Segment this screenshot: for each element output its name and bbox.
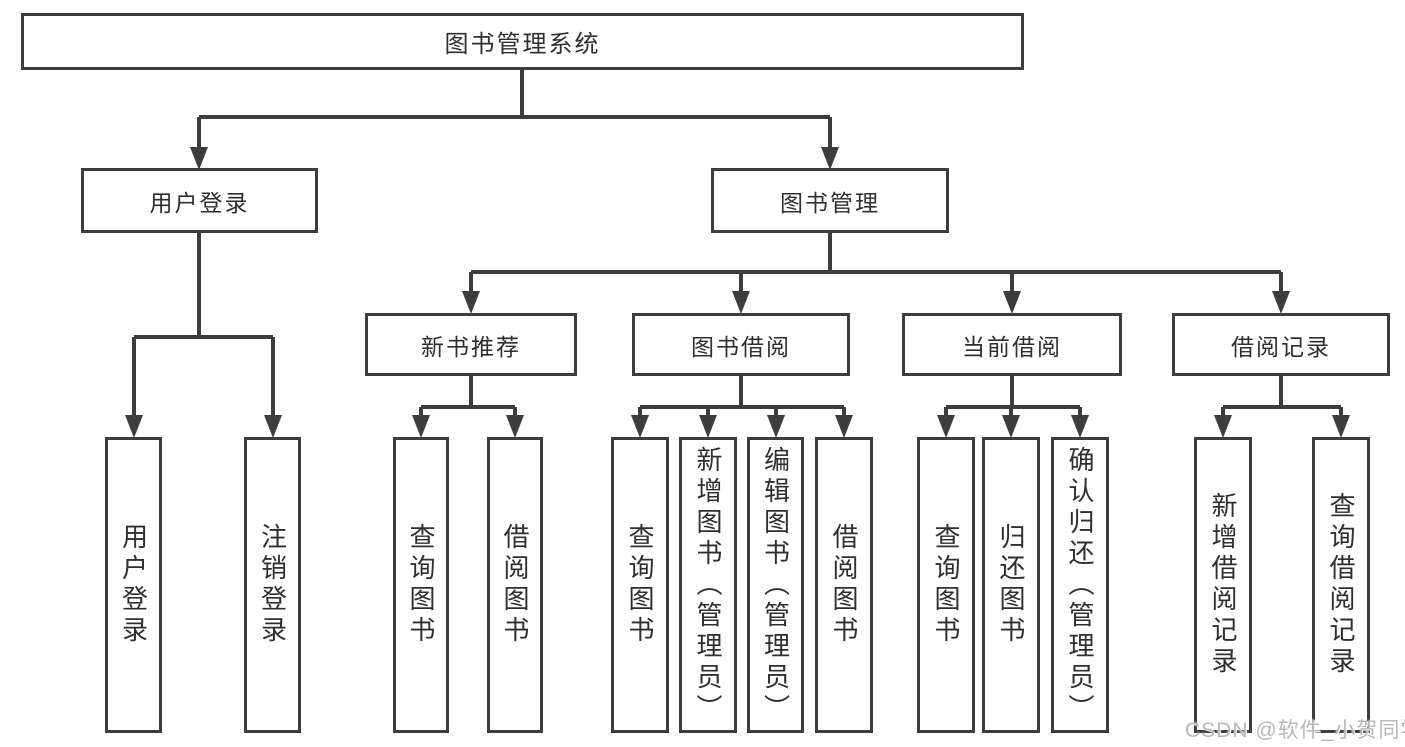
current-borrow-label: 当前借阅 [962, 333, 1062, 360]
leaf-borrow-book: 借阅图书 [815, 437, 873, 733]
arrowheads-user-leaves [125, 415, 282, 438]
leaf-borrow-book-recommend: 借阅图书 [487, 437, 543, 733]
leaf-query-book-current: 查询图书 [917, 437, 975, 733]
leaf-confirm-return-admin: 确认归还（管理员） [1051, 437, 1109, 733]
edge-records-to-leaves [1221, 376, 1343, 428]
node-user-login: 用户登录 [81, 168, 318, 233]
arrowheads-new-books-leaves [412, 415, 524, 438]
leaf-query-book-borrow: 查询图书 [611, 437, 669, 733]
leaf-return-book: 归还图书 [982, 437, 1040, 733]
edge-root-to-level2 [197, 70, 832, 160]
book-borrow-label: 图书借阅 [691, 333, 791, 360]
edge-user-login-to-leaves [132, 233, 275, 428]
edge-book-mgmt-to-level3 [469, 233, 1283, 304]
node-root-system-title: 图书管理系统 [21, 13, 1024, 70]
leaf-user-login: 用户登录 [105, 437, 162, 733]
leaf-logout: 注销登录 [244, 437, 301, 733]
root-label: 图书管理系统 [444, 31, 601, 58]
node-new-book-recommend: 新书推荐 [365, 313, 577, 376]
node-book-management: 图书管理 [711, 168, 949, 233]
leaf-add-book-admin: 新增图书（管理员） [679, 437, 737, 733]
leaf-edit-book-admin: 编辑图书（管理员） [747, 437, 804, 733]
node-book-borrow: 图书借阅 [632, 313, 850, 376]
arrowheads-current-leaves [937, 415, 1089, 438]
new-book-recommend-label: 新书推荐 [421, 333, 521, 360]
leaf-add-borrow-record: 新增借阅记录 [1194, 437, 1252, 733]
user-login-label: 用户登录 [149, 189, 250, 216]
edge-borrow-to-leaves [638, 376, 846, 428]
arrowheads-records-leaves [1214, 415, 1350, 438]
edge-new-books-to-leaves [419, 376, 517, 428]
book-management-label: 图书管理 [780, 189, 880, 216]
leaf-query-book-recommend: 查询图书 [393, 437, 449, 733]
arrowheads-level2 [190, 147, 839, 170]
leaf-query-borrow-record: 查询借阅记录 [1312, 437, 1370, 733]
arrowheads-borrow-leaves [631, 415, 853, 438]
node-borrow-records: 借阅记录 [1172, 313, 1390, 376]
borrow-records-label: 借阅记录 [1231, 333, 1331, 360]
arrowheads-level3 [462, 291, 1290, 314]
node-current-borrow: 当前借阅 [902, 313, 1122, 376]
